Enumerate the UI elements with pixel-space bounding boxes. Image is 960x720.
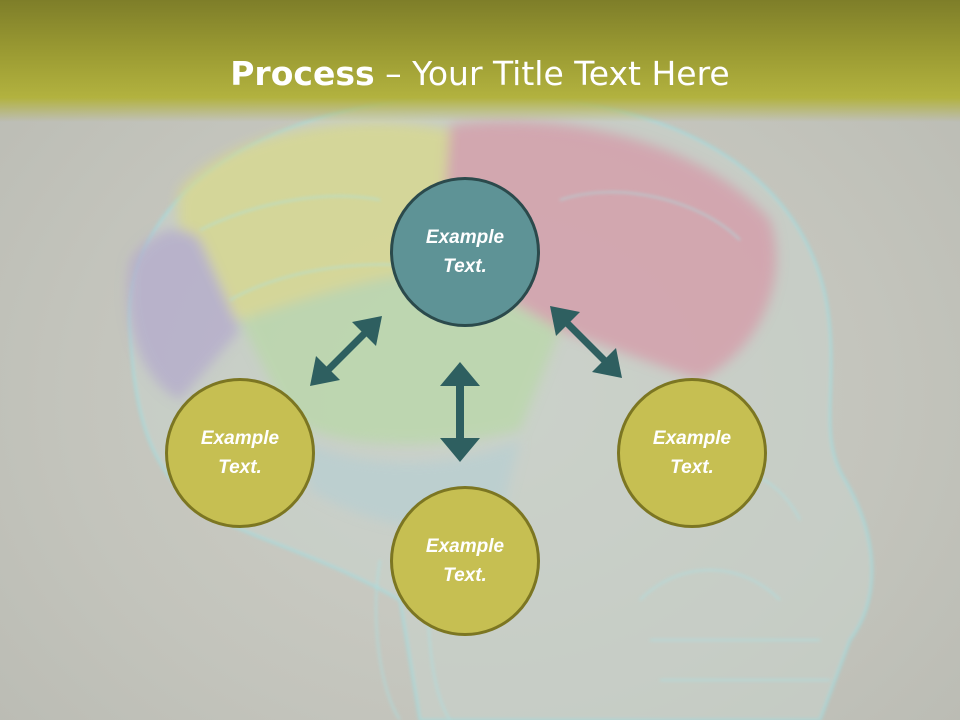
title-rest: – Your Title Text Here bbox=[374, 54, 730, 93]
title-bold: Process bbox=[230, 54, 375, 93]
title-band bbox=[0, 0, 960, 122]
process-node-bottom[interactable]: Example Text. bbox=[390, 486, 540, 636]
node-left-line1: Example bbox=[200, 428, 280, 449]
process-node-right[interactable]: Example Text. bbox=[617, 378, 767, 528]
node-right-line1: Example bbox=[652, 428, 732, 449]
slide-title: Process – Your Title Text Here bbox=[0, 52, 960, 96]
node-bottom-line1: Example bbox=[425, 536, 505, 557]
node-top-line1: Example bbox=[425, 227, 505, 248]
process-node-left[interactable]: Example Text. bbox=[165, 378, 315, 528]
node-right-line2: Text. bbox=[670, 457, 714, 478]
node-bottom-line2: Text. bbox=[443, 565, 487, 586]
node-top-line2: Text. bbox=[443, 256, 487, 277]
node-left-line2: Text. bbox=[218, 457, 262, 478]
process-node-top[interactable]: Example Text. bbox=[390, 177, 540, 327]
